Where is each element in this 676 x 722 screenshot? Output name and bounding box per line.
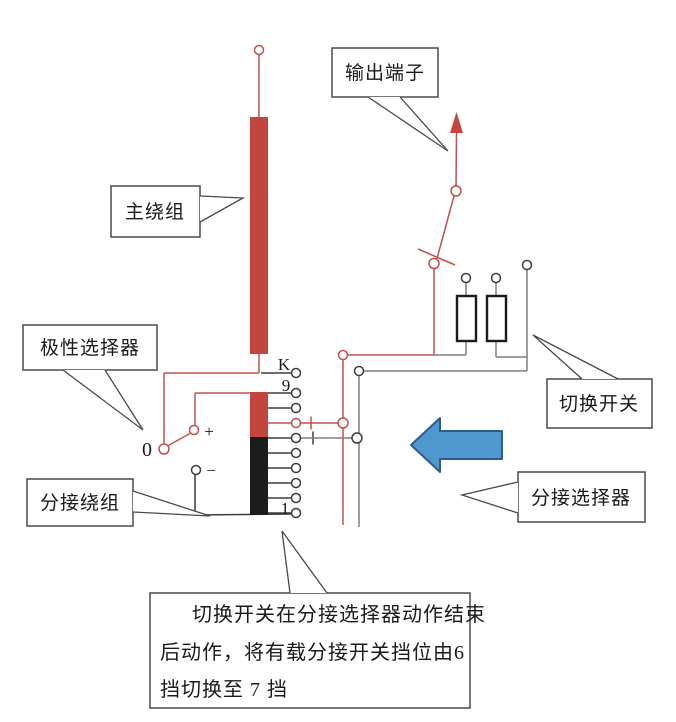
resistor2-terminal (490, 272, 502, 284)
tap-winding-label-box (26, 478, 134, 527)
tap-selector-label-box (517, 471, 646, 523)
main-winding-label: 主绕组 (125, 201, 185, 223)
plus-sign-label: + (204, 422, 214, 441)
switch-lower-contact (428, 257, 440, 270)
selector-moving-contact-gray (351, 432, 363, 444)
polarity-selector-pointer (62, 369, 144, 431)
tap3-terminal (290, 477, 302, 489)
selector-moving-contact-red (337, 417, 349, 429)
polarity-selector-label-box (22, 324, 158, 371)
minus-terminal (190, 464, 202, 476)
k-terminal-label: K (278, 355, 291, 374)
callout-box-group (22, 47, 653, 709)
output-terminal-pointer (367, 96, 449, 152)
switch-upper-contact (450, 185, 462, 197)
tap8-terminal (290, 402, 302, 414)
note-line-1: 切换开关在分接选择器动作结束 (192, 603, 486, 626)
main-winding-bar (250, 117, 268, 354)
tap9-terminal (290, 387, 302, 399)
zero-terminal-label: 0 (142, 439, 152, 461)
tap1-terminal (290, 507, 302, 519)
gray-wire-group (300, 269, 528, 527)
polarity-selector-label: 极性选择器 (40, 337, 140, 359)
tap-winding-red-section (250, 392, 268, 437)
output-top-terminal (253, 44, 265, 56)
dark-terminal-group (190, 259, 533, 519)
output-arrowhead-icon (450, 112, 463, 133)
tap-winding-bottom-wire (194, 513, 292, 516)
transition-resistor-1 (455, 294, 478, 343)
output-arrow-stem (455, 130, 458, 187)
tap2-terminal (290, 492, 302, 504)
callout-pointer-group (62, 96, 619, 594)
tap-winding-pointer (132, 490, 211, 517)
plus-terminal (188, 424, 200, 436)
resistor1-terminal (460, 272, 472, 284)
polarity-selector-blade (167, 432, 191, 447)
tap-winding-label: 分接绕组 (40, 492, 120, 514)
output-terminal-label-box (331, 47, 439, 98)
tap9-label: 9 (282, 376, 291, 395)
tap5-terminal (290, 447, 302, 459)
changeover-switch-pointer (532, 334, 619, 380)
changeover-switch-blade (436, 195, 455, 259)
red-wire-group (163, 54, 458, 525)
tap1-label: 1 (281, 499, 290, 518)
note-box-pointer (281, 530, 328, 594)
main-winding-pointer (199, 195, 246, 223)
tap-selector-pointer (459, 481, 519, 514)
zero-terminal (158, 443, 170, 455)
third-terminal (521, 259, 533, 271)
dark-wire-group (194, 372, 314, 516)
changeover-switch-label: 切换开关 (559, 393, 639, 415)
note-line-2: 后动作，将有载分接开关挡位由6 (160, 641, 465, 664)
main-winding-label-box (110, 185, 201, 238)
tap7-terminal (290, 417, 302, 429)
transition-resistor-2 (485, 294, 508, 343)
red-terminal-group (158, 44, 462, 455)
note-line-3: 挡切换至 7 挡 (160, 678, 288, 701)
changeover-switch-arc-tick (417, 248, 456, 266)
red-bus-junction (337, 349, 349, 361)
left-arrow-icon (410, 417, 503, 473)
transition-resistor-group (455, 294, 508, 343)
tap-selector-label: 分接选择器 (531, 487, 631, 509)
tap4-terminal (290, 462, 302, 474)
tap-winding-black-section (250, 437, 268, 515)
minus-sign-label: − (206, 461, 216, 480)
tap6-terminal (290, 432, 302, 444)
gray-bus-junction (353, 365, 365, 377)
output-terminal-label: 输出端子 (345, 62, 425, 84)
red-winding-group (250, 112, 463, 437)
note-box (149, 592, 471, 709)
text-group: 主绕组 输出端子 极性选择器 分接绕组 切换开关 分接选择器 切换开关在分接选择… (40, 62, 639, 701)
k-terminal (290, 367, 302, 379)
